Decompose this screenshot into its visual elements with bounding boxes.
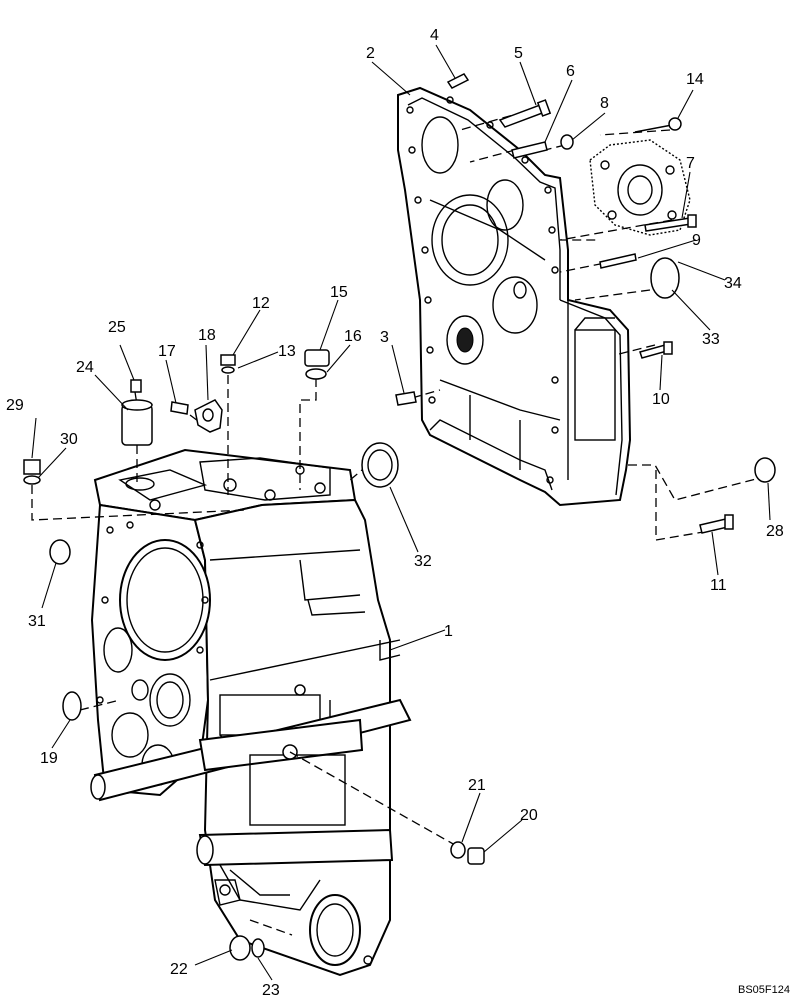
pump-housing bbox=[589, 139, 691, 236]
callout-25: 25 bbox=[108, 319, 126, 336]
callout-8: 8 bbox=[600, 95, 609, 112]
callout-3: 3 bbox=[380, 329, 389, 346]
callout-15: 15 bbox=[330, 284, 348, 301]
callout-7: 7 bbox=[686, 155, 695, 172]
callout-9: 9 bbox=[692, 232, 701, 249]
small-parts bbox=[23, 99, 776, 961]
callout-6: 6 bbox=[566, 63, 575, 80]
callout-31: 31 bbox=[28, 613, 46, 630]
callout-33: 33 bbox=[702, 331, 720, 348]
callout-13: 13 bbox=[278, 343, 296, 360]
callout-28: 28 bbox=[766, 523, 784, 540]
callout-16: 16 bbox=[344, 328, 362, 345]
callout-18: 18 bbox=[198, 327, 216, 344]
callout-17: 17 bbox=[158, 343, 176, 360]
callout-1: 1 bbox=[444, 623, 453, 640]
callout-29: 29 bbox=[6, 397, 24, 414]
callout-20: 20 bbox=[520, 807, 538, 824]
callout-32: 32 bbox=[414, 553, 432, 570]
callout-24: 24 bbox=[76, 359, 94, 376]
callout-14: 14 bbox=[686, 71, 704, 88]
callout-19: 19 bbox=[40, 750, 58, 767]
assembly-lines bbox=[31, 107, 761, 936]
callout-30: 30 bbox=[60, 431, 78, 448]
callout-21: 21 bbox=[468, 777, 486, 794]
callout-10: 10 bbox=[652, 391, 670, 408]
leader-lines bbox=[31, 44, 771, 981]
callout-23: 23 bbox=[262, 982, 280, 999]
callout-5: 5 bbox=[514, 45, 523, 62]
callout-4: 4 bbox=[430, 27, 439, 44]
callout-2: 2 bbox=[366, 45, 375, 62]
callout-11: 11 bbox=[710, 577, 727, 594]
transmission-housing bbox=[90, 448, 412, 977]
callout-34: 34 bbox=[724, 275, 742, 292]
drawing-code: BS05F124 bbox=[738, 984, 790, 996]
callout-22: 22 bbox=[170, 961, 188, 978]
callout-12: 12 bbox=[252, 295, 270, 312]
callout-labels: 1 2 3 4 5 6 7 8 9 10 11 12 13 14 15 16 1… bbox=[6, 27, 790, 999]
rear-cover-plate bbox=[397, 73, 632, 507]
